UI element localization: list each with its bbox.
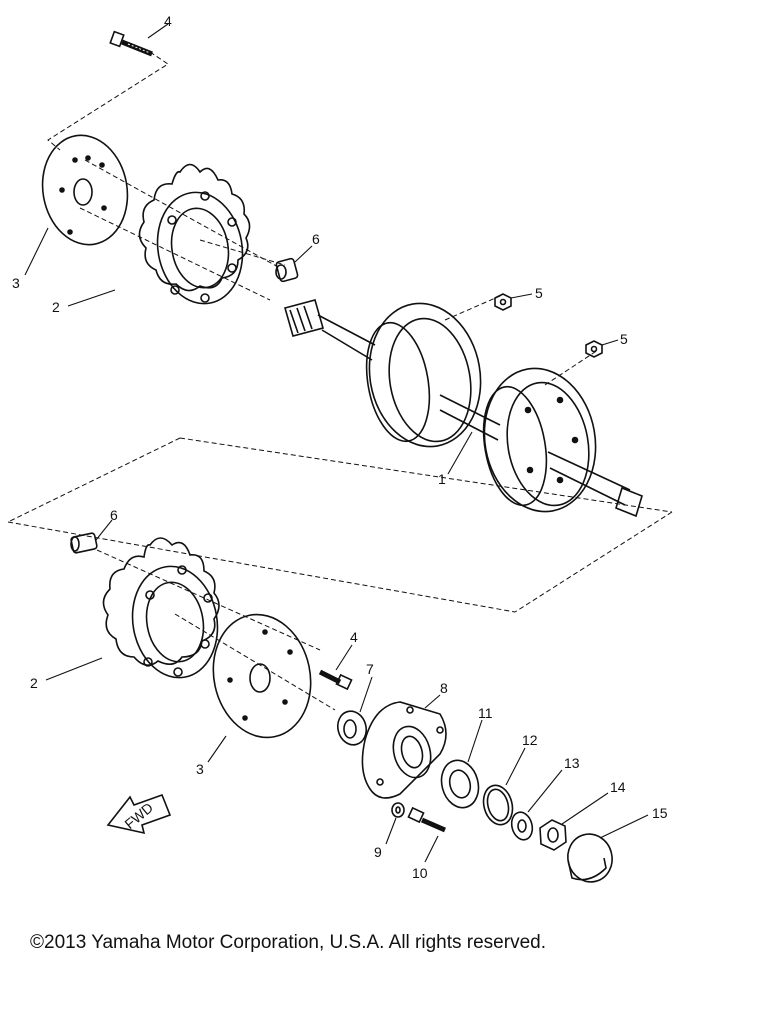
end-cap: [567, 833, 613, 883]
callout-11: 11: [478, 705, 493, 721]
shaft-assembly: [284, 299, 643, 518]
callout-6-bottom: 6: [110, 507, 118, 523]
nut-a: [494, 293, 512, 311]
collar-bottom: [70, 532, 98, 554]
plate-bottom: [212, 613, 312, 739]
washer: [510, 811, 534, 841]
callout-4-bottom: 4: [350, 629, 358, 645]
bearing: [440, 759, 480, 809]
callout-1: 1: [438, 471, 446, 487]
callout-13: 13: [564, 755, 580, 771]
copyright-notice: ©2013 Yamaha Motor Corporation, U.S.A. A…: [30, 932, 546, 953]
callout-10: 10: [412, 865, 428, 881]
callout-3-bottom: 3: [196, 761, 204, 777]
nut-b: [585, 340, 603, 358]
seal: [336, 710, 368, 746]
bolt-bottom: [318, 669, 353, 691]
axle-nut: [539, 819, 567, 851]
assembly-guide-lines: [7, 51, 673, 711]
callout-5-a: 5: [535, 285, 543, 301]
housing-bolt: [407, 806, 446, 833]
callout-7: 7: [366, 661, 374, 677]
bearing-housing: [361, 701, 447, 799]
callout-14: 14: [610, 779, 626, 795]
sprocket-top: [138, 163, 251, 305]
callout-6-top: 6: [312, 231, 320, 247]
callout-2-bottom: 2: [30, 675, 38, 691]
forward-arrow-icon: [106, 793, 172, 835]
snap-ring: [482, 784, 514, 826]
fwd-label: FWD: [121, 799, 156, 832]
plate-top: [41, 134, 129, 246]
callout-2-top: 2: [52, 299, 60, 315]
callout-15: 15: [652, 805, 668, 821]
collar-top: [275, 257, 299, 283]
callout-5-b: 5: [620, 331, 628, 347]
callout-numbers: 4 3 2 6 5 5 1 6 2 4 7 8 3 11 12 13 14 15…: [12, 13, 668, 881]
bolt-top: [109, 30, 153, 57]
callout-3-top: 3: [12, 275, 20, 291]
callout-12: 12: [522, 732, 538, 748]
small-washer: [391, 802, 405, 818]
callout-8: 8: [440, 680, 448, 696]
callout-4-top: 4: [164, 13, 172, 29]
leader-lines: [24, 23, 649, 863]
callout-9: 9: [374, 844, 382, 860]
sprocket-bottom: [102, 537, 220, 679]
